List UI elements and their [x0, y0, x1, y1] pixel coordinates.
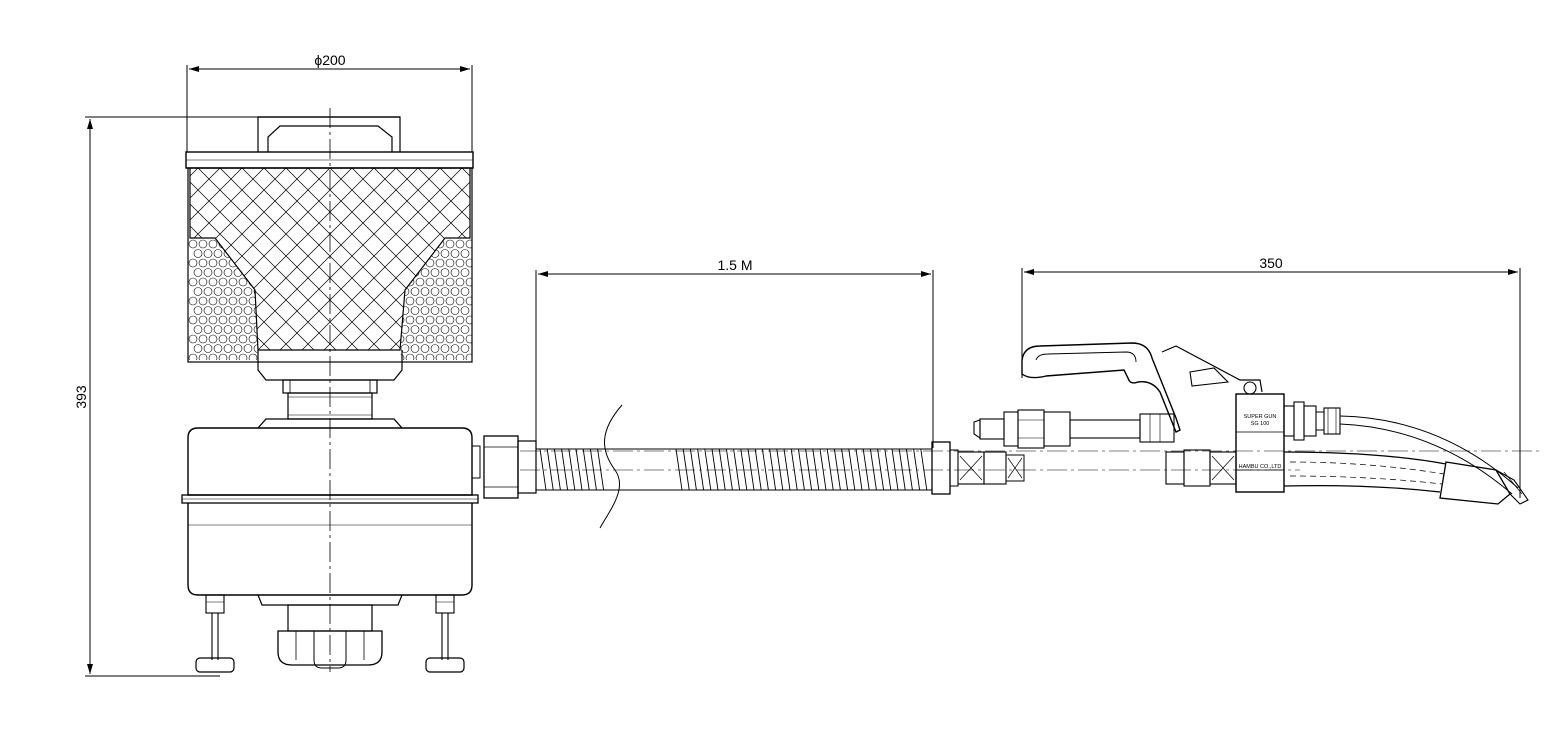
filter-cap: [185, 116, 474, 169]
dimension-diameter: ϕ200: [186, 52, 473, 152]
gun-model-line1: SUPER GUN: [1244, 414, 1277, 420]
adjuster-foot-right: [425, 594, 465, 673]
dimension-hose-length: 1.5 M: [535, 257, 934, 448]
gun-air-nipple: [973, 409, 1175, 449]
hose-inlet-nut: [483, 435, 537, 499]
height-label: 393: [73, 385, 89, 409]
drain-valve: [257, 594, 403, 669]
gun-length-label: 350: [1259, 255, 1283, 271]
filter-perforated-right: [400, 239, 472, 360]
gun-suction-coupler: [1165, 449, 1237, 487]
filter-perforated-left: [188, 239, 258, 360]
gun-trigger-lever: [1021, 342, 1181, 433]
hose-outlet-coupler: [931, 441, 1025, 495]
hose-length-label: 1.5 M: [717, 257, 752, 273]
hose-corrugated: [536, 448, 932, 491]
adjuster-foot-left: [195, 594, 235, 673]
tank-body: [181, 418, 481, 596]
diameter-label: ϕ200: [314, 52, 345, 68]
dimension-height: 393: [73, 116, 260, 677]
filter-mesh: [190, 168, 470, 350]
gun-suction-hose: [1283, 451, 1529, 505]
hose-break-mark: [599, 404, 623, 529]
gun-model-line2: SG 100: [1251, 421, 1270, 427]
filter-neck: [257, 350, 403, 420]
center-lines: [329, 108, 1540, 672]
dimension-gun-length: 350: [1021, 255, 1521, 498]
gun-maker: HAMBU CO.,LTD: [1239, 464, 1282, 470]
gun-body: SUPER GUN SG 100 HAMBU CO.,LTD: [1161, 345, 1285, 493]
